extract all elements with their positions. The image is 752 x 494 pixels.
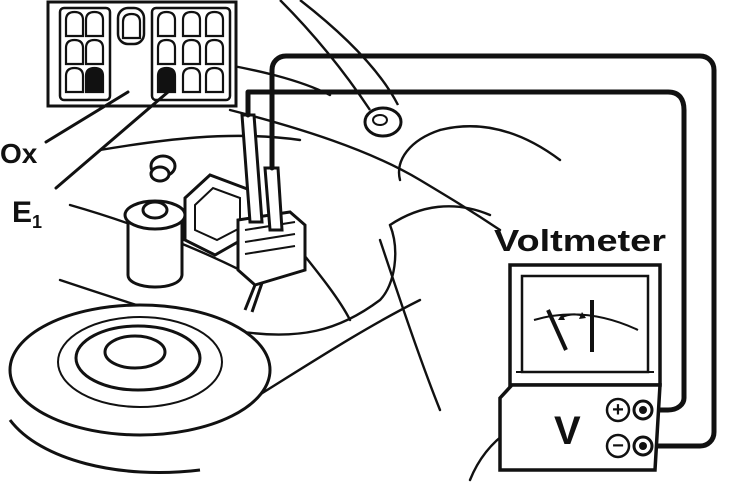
terminal-cell <box>64 10 85 38</box>
terminal-cell <box>64 66 85 94</box>
round-hub <box>8 303 272 474</box>
terminal-negative: − <box>605 433 654 459</box>
connector-harness <box>243 282 264 313</box>
canister <box>123 199 187 289</box>
terminal-cell <box>181 10 202 38</box>
terminal-cell <box>84 10 105 38</box>
plus-icon <box>605 397 631 423</box>
terminal-ox <box>84 66 105 94</box>
terminal-e1 <box>156 66 177 94</box>
check-connector <box>183 173 307 287</box>
label-leaders <box>44 90 170 190</box>
bolt <box>149 154 177 183</box>
terminal-cell <box>204 66 225 94</box>
terminal-cell <box>121 12 142 40</box>
hose-end <box>363 106 403 138</box>
terminal-cell <box>181 66 202 94</box>
minus-icon <box>605 433 631 459</box>
check-connector-inset <box>46 0 238 108</box>
meter-needle-left <box>546 309 568 351</box>
terminal-cell <box>156 38 177 66</box>
e1-subscript: 1 <box>32 212 42 232</box>
terminal-positive: + <box>605 397 654 423</box>
svg-text:−: − <box>612 435 624 457</box>
svg-text:+: + <box>612 399 624 421</box>
terminal-cell <box>84 38 105 66</box>
voltmeter-title: Voltmeter <box>494 223 666 258</box>
terminal-cell <box>181 38 202 66</box>
voltmeter <box>498 263 662 472</box>
terminal-cell <box>156 10 177 38</box>
terminal-cell <box>204 38 225 66</box>
connector-terminals <box>64 10 225 94</box>
meter-unit-label: V <box>554 409 581 453</box>
terminal-cell <box>64 38 85 66</box>
e1-label: E1 <box>12 196 42 232</box>
meter-scale-arc <box>533 313 639 331</box>
test-lead-wires <box>245 53 717 449</box>
ox-label: Ox <box>0 138 38 169</box>
terminal-cell <box>204 10 225 38</box>
